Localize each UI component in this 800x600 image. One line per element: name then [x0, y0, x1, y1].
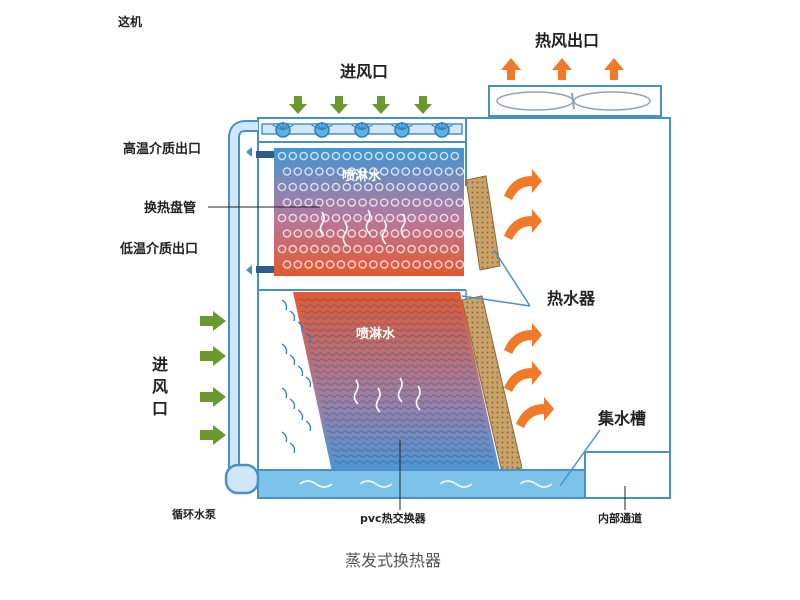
- low-temp-outlet-stub: [256, 266, 274, 273]
- water-basin: [257, 451, 671, 499]
- hot-air-outlet-arrows: [501, 58, 624, 80]
- green-arrow-down: [372, 96, 390, 114]
- orange-curved-arrow: [504, 169, 542, 200]
- outlet-small-arrows: [246, 147, 252, 275]
- diagram-caption: 蒸发式换热器: [345, 551, 441, 570]
- orange-curved-arrow: [516, 397, 554, 428]
- green-arrow-right: [200, 346, 226, 366]
- air-inlet-side-label: 进风口: [152, 355, 168, 418]
- heat-exchange-coil-label: 换热盘管: [144, 200, 196, 216]
- air-inlet-top-label: 进风口: [340, 62, 388, 81]
- high-temp-outlet-stub: [256, 151, 274, 158]
- orange-curved-arrow: [504, 323, 542, 354]
- hot-air-exit-arrows: [504, 169, 554, 428]
- green-arrow-right: [200, 387, 226, 407]
- green-arrow-down: [289, 96, 307, 114]
- spray-water-lower-label: 喷淋水: [356, 326, 396, 342]
- pvc-exchanger-label: pvc热交换器: [360, 511, 427, 525]
- water-collector-label: 集水槽: [597, 409, 646, 428]
- green-arrow-right: [200, 425, 226, 445]
- high-temp-outlet-label: 高温介质出口: [123, 141, 201, 157]
- air-inlet-side-arrows: [200, 311, 226, 445]
- internal-channel-label: 内部通道: [598, 511, 642, 525]
- water-heater-pointer: [461, 249, 531, 307]
- orange-curved-arrow: [504, 361, 542, 392]
- orange-curved-arrow: [504, 209, 542, 240]
- drift-eliminator-upper: [465, 175, 501, 271]
- circulation-pipe: [228, 120, 258, 470]
- internal-channel-box: [584, 451, 671, 499]
- green-arrow-down: [414, 96, 432, 114]
- circulation-pump-label: 循环水泵: [172, 507, 216, 521]
- low-temp-outlet-label: 低温介质出口: [119, 241, 198, 257]
- orange-arrow-up: [604, 58, 624, 80]
- water-heater-label: 热水器: [547, 289, 596, 308]
- orange-arrow-up: [501, 58, 521, 80]
- top-corner-label: 这机: [118, 14, 142, 29]
- pvc-heat-exchanger: [293, 292, 500, 472]
- side-water-streaks: [281, 299, 312, 454]
- fan-housing: [488, 85, 662, 117]
- circulation-pump: [224, 463, 260, 495]
- spray-water-upper-label: 喷淋水: [342, 168, 382, 184]
- air-inlet-top-arrows: [289, 96, 432, 114]
- water-collector-pointer: [559, 429, 601, 487]
- orange-arrow-up: [552, 58, 572, 80]
- spray-nozzles: [272, 122, 453, 138]
- spray-water-drops: [319, 209, 421, 413]
- hot-air-outlet-label: 热风出口: [535, 31, 599, 50]
- green-arrow-right: [200, 311, 226, 331]
- green-arrow-down: [330, 96, 348, 114]
